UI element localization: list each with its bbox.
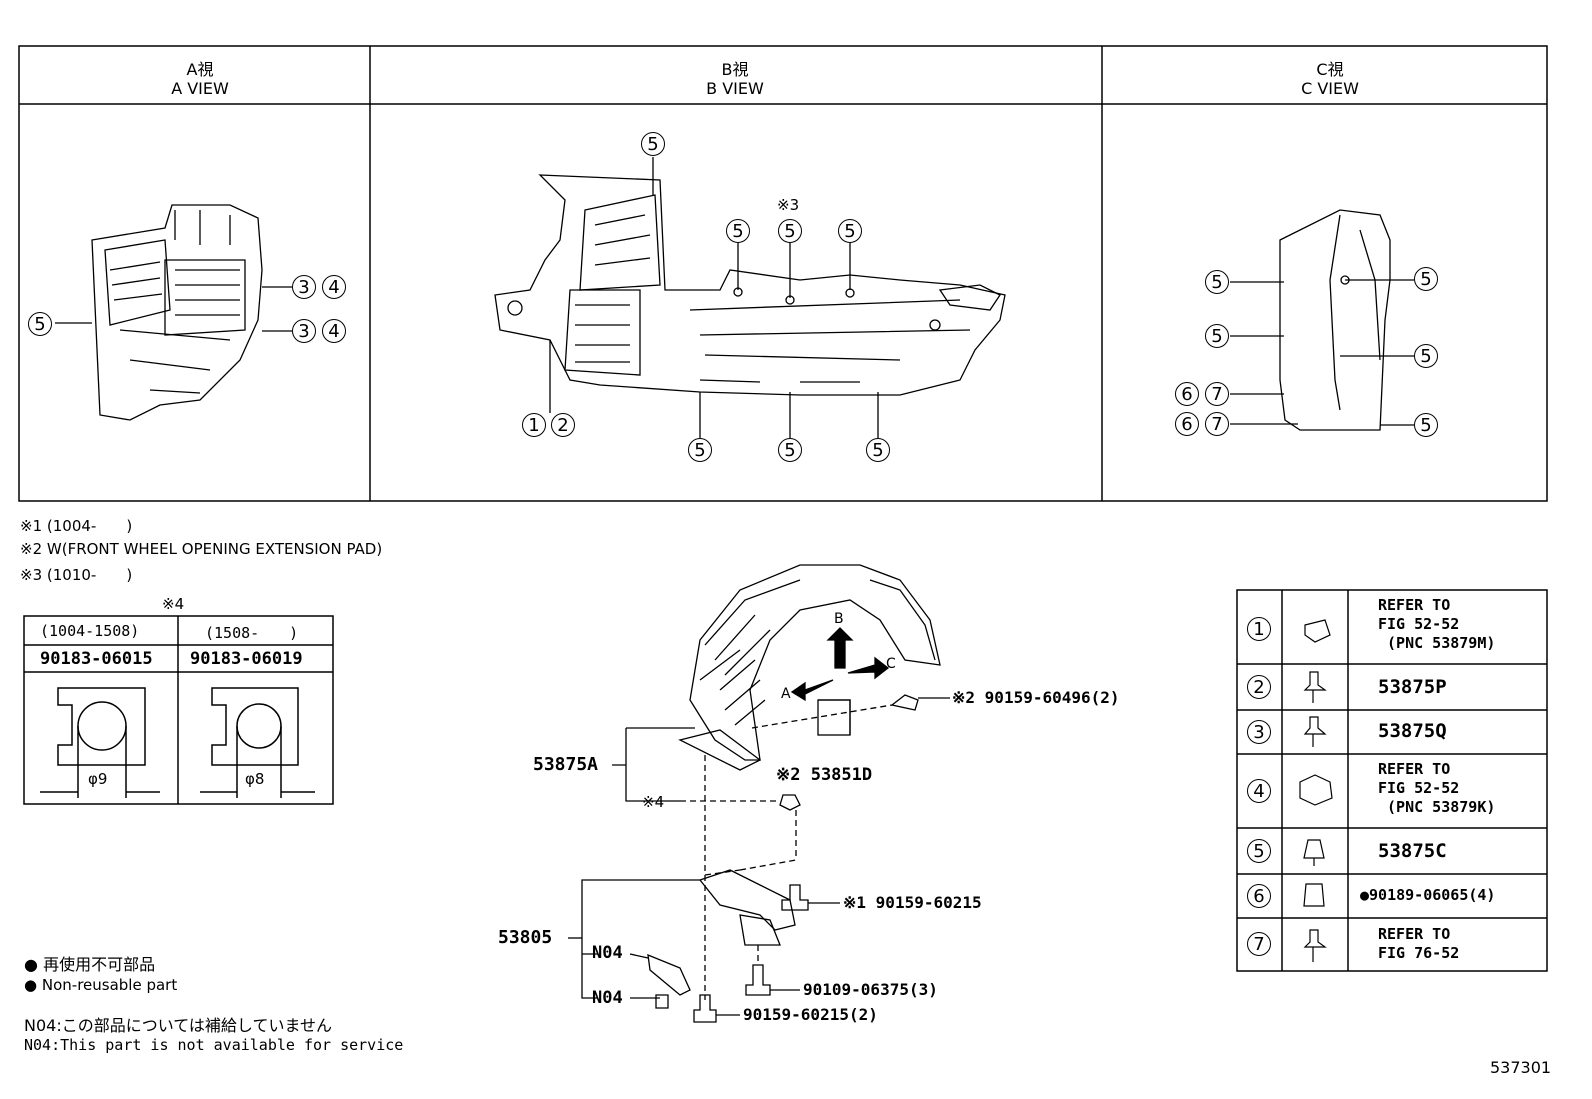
callout-7: 7 bbox=[1205, 382, 1229, 406]
clip-table-title: ※4 bbox=[162, 595, 185, 613]
part-53805: 53805 bbox=[498, 927, 553, 948]
clip-col2-part: 90183-06019 bbox=[190, 649, 303, 669]
callout-4: 4 bbox=[322, 319, 346, 343]
legend-jp-text: 再使用不可部品 bbox=[43, 955, 156, 974]
a-view-en: A VIEW bbox=[171, 79, 229, 98]
note-2: ※2 W(FRONT WHEEL OPENING EXTENSION PAD) bbox=[20, 540, 383, 558]
ref-row-3-text: 53875Q bbox=[1378, 720, 1447, 742]
arrow-c-label: C bbox=[886, 656, 896, 672]
note-1: ※1 (1004- ) bbox=[20, 517, 133, 535]
callout-4: 4 bbox=[322, 275, 346, 299]
a-view-jp: A視 bbox=[186, 60, 214, 79]
arrow-b-label: B bbox=[834, 611, 844, 627]
callout-5: 5 bbox=[1205, 324, 1229, 348]
ref-row-6-text: ●90189-06065(4) bbox=[1360, 886, 1496, 904]
callout-2: 2 bbox=[551, 413, 575, 437]
c-view-en: C VIEW bbox=[1301, 79, 1359, 98]
callout-7: 7 bbox=[1205, 412, 1229, 436]
callout-5: 5 bbox=[688, 438, 712, 462]
arrow-a-label: A bbox=[781, 686, 791, 702]
ref-row-2-num: 2 bbox=[1247, 675, 1271, 699]
ref-row-2-text: 53875P bbox=[1378, 676, 1447, 698]
b-view-liner bbox=[494, 157, 1006, 438]
bolt-90159-60496: ※2 90159-60496(2) bbox=[952, 688, 1120, 707]
ref-row-5-text: 53875C bbox=[1378, 840, 1447, 862]
n04-note-jp: N04:この部品については補給していません bbox=[24, 1016, 332, 1035]
bolt-90109-06375: 90109-06375(3) bbox=[803, 980, 938, 999]
clip-col2-date: (1508- ) bbox=[205, 624, 299, 642]
ref-row-3-num: 3 bbox=[1247, 720, 1271, 744]
a-view-liner bbox=[55, 204, 292, 421]
bolt-group bbox=[655, 884, 840, 1023]
clip-col1-dim: φ9 bbox=[88, 770, 108, 788]
figure-id: 537301 bbox=[1490, 1058, 1552, 1077]
bolt-90159-60215-2: 90159-60215(2) bbox=[743, 1005, 878, 1024]
callout-5: 5 bbox=[778, 219, 802, 243]
clip-table-lines bbox=[23, 615, 334, 805]
c-view-jp: C視 bbox=[1316, 60, 1344, 79]
ref-table-lines bbox=[1236, 589, 1548, 972]
clip-col1-date: (1004-1508) bbox=[40, 622, 140, 640]
b-view-en: B VIEW bbox=[706, 79, 764, 98]
legend-en: ● Non-reusable part bbox=[24, 976, 177, 994]
callout-5: 5 bbox=[1414, 344, 1438, 368]
ref-table-icons bbox=[1299, 619, 1333, 962]
callout-5: 5 bbox=[866, 438, 890, 462]
note4-mark: ※4 bbox=[642, 793, 665, 811]
callout-5: 5 bbox=[1414, 413, 1438, 437]
callout-5: 5 bbox=[1414, 267, 1438, 291]
callout-1: 1 bbox=[522, 413, 546, 437]
part-53875A: 53875A bbox=[533, 754, 599, 775]
callout-5: 5 bbox=[838, 219, 862, 243]
non-reusable-dot-icon: ● bbox=[24, 955, 38, 974]
ref-row-7-text: REFER TO FIG 76-52 bbox=[1378, 925, 1460, 962]
ref-row-5-num: 5 bbox=[1247, 839, 1271, 863]
ref-row-4-text: REFER TO FIG 52-52 (PNC 53879K) bbox=[1378, 760, 1496, 816]
part-n04: N04 bbox=[592, 988, 623, 1008]
n04-note-en: N04:This part is not available for servi… bbox=[24, 1036, 404, 1054]
callout-6: 6 bbox=[1175, 382, 1199, 406]
ref-row-7-num: 7 bbox=[1247, 932, 1271, 956]
ref-row-4-num: 4 bbox=[1247, 779, 1271, 803]
callout-6: 6 bbox=[1175, 412, 1199, 436]
callout-5: 5 bbox=[1205, 270, 1229, 294]
ref-row-1-text: REFER TO FIG 52-52 (PNC 53879M) bbox=[1378, 596, 1496, 652]
callout-5: 5 bbox=[28, 312, 52, 336]
ref-row-6-num: 6 bbox=[1247, 884, 1271, 908]
legend-en-text: Non-reusable part bbox=[41, 976, 178, 994]
clip-col1-part: 90183-06015 bbox=[40, 649, 153, 669]
part-n04: N04 bbox=[592, 943, 623, 963]
note-3: ※3 (1010- ) bbox=[20, 566, 133, 584]
callout-3: 3 bbox=[292, 275, 316, 299]
clip-col2-dim: φ8 bbox=[245, 770, 265, 788]
exploded-view bbox=[568, 564, 950, 1023]
bolt-90159-60215: ※1 90159-60215 bbox=[843, 893, 982, 912]
part-53851D: ※2 53851D bbox=[776, 765, 873, 785]
non-reusable-dot-icon: ● bbox=[24, 976, 38, 994]
callout-3: 3 bbox=[292, 319, 316, 343]
c-view-liner bbox=[1230, 209, 1414, 431]
legend-jp: ● 再使用不可部品 bbox=[24, 951, 155, 975]
note3-mark: ※3 bbox=[777, 196, 800, 214]
callout-5: 5 bbox=[641, 132, 665, 156]
callout-5: 5 bbox=[778, 438, 802, 462]
callout-5: 5 bbox=[726, 219, 750, 243]
b-view-jp: B視 bbox=[721, 60, 749, 79]
ref-row-1-num: 1 bbox=[1247, 617, 1271, 641]
